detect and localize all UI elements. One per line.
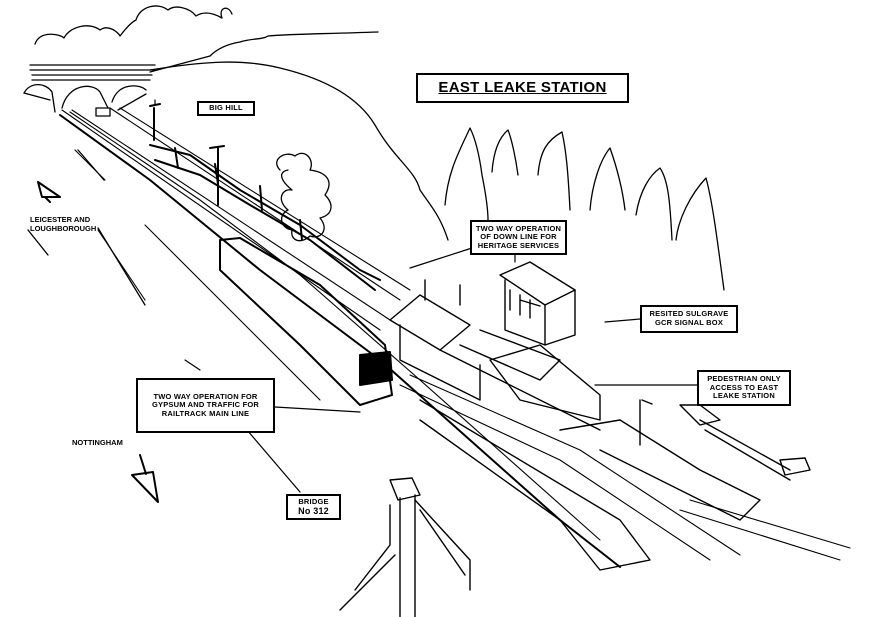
label-nottingham: NOTTINGHAM: [72, 438, 123, 447]
steam-smoke: [276, 152, 332, 242]
dmu-train: [219, 237, 393, 406]
arrow-leicester-icon: [37, 181, 61, 203]
label-pedestrian-access: PEDESTRIAN ONLY ACCESS TO EAST LEAKE STA…: [697, 370, 791, 406]
label-line: LEICESTER AND: [30, 215, 91, 224]
big-hill: [149, 61, 449, 241]
label-line: TWO WAY OPERATION: [475, 223, 562, 233]
label-line: OF DOWN LINE FOR: [480, 232, 557, 242]
label-heritage-services: TWO WAY OPERATION OF DOWN LINE FOR HERIT…: [470, 220, 567, 255]
label-leicester-loughborough: LEICESTER AND LOUGHBOROUGH: [30, 215, 97, 233]
label-line: ACCESS TO EAST: [709, 382, 779, 392]
heritage-train: [149, 144, 381, 291]
embankment-lines: [27, 149, 146, 306]
label-line: BRIDGE: [298, 496, 329, 506]
platforms: [419, 399, 811, 571]
clouds: [34, 5, 233, 45]
arrow-nottingham-icon: [131, 454, 159, 503]
label-line: PEDESTRIAN ONLY: [707, 374, 781, 384]
label-line: RESITED SULGRAVE: [649, 309, 729, 319]
lamp-posts: [149, 103, 225, 206]
label-bridge: BRIDGE No 312: [286, 494, 341, 520]
label-line: GCR SIGNAL BOX: [654, 318, 724, 327]
label-gypsum-traffic: TWO WAY OPERATION FOR GYPSUM AND TRAFFIC…: [136, 378, 275, 433]
label-big-hill: BIG HILL: [197, 101, 255, 116]
label-line: No 312: [298, 506, 329, 517]
label-line: RAILTRACK MAIN LINE: [161, 408, 250, 418]
footbridge: [339, 477, 471, 617]
label-line: LEAKE STATION: [713, 391, 775, 401]
poplar-trees: [444, 127, 725, 291]
label-line: GYPSUM AND TRAFFIC FOR: [151, 400, 260, 410]
label-line: TWO WAY OPERATION FOR: [153, 391, 258, 401]
diagram-title: EAST LEAKE STATION: [416, 73, 629, 103]
label-line: LOUGHBOROUGH: [30, 223, 97, 233]
leader-lines: [154, 99, 699, 493]
label-line: HERITAGE SERVICES: [477, 240, 560, 250]
label-signal-box: RESITED SULGRAVE GCR SIGNAL BOX: [640, 305, 738, 333]
hill-outline: [209, 31, 379, 57]
diagram-title-text: EAST LEAKE STATION: [438, 79, 607, 97]
road-bridge: [23, 55, 211, 117]
station-buildings: [389, 261, 601, 431]
